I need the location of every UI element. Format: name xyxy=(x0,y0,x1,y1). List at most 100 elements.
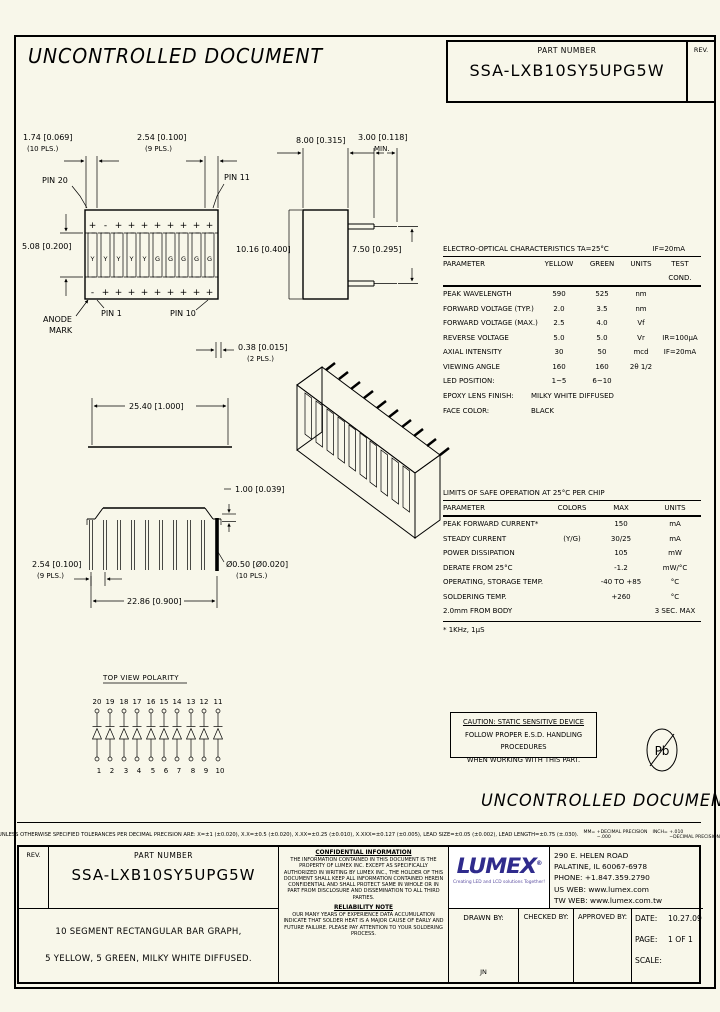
lumex-logo-cell: LUMEX® Creating LED and LCD solutions To… xyxy=(449,847,550,909)
dim-2.54-pitch: 2.54 [0.100] xyxy=(32,560,82,569)
legal-notes-cell: CONFIDENTIAL INFORMATION THE INFORMATION… xyxy=(279,847,449,982)
polarity-pin-label: 15 xyxy=(160,698,169,706)
polarity-sign: + xyxy=(206,221,214,231)
polarity-sign: + xyxy=(193,288,201,298)
polarity-pin-label: 4 xyxy=(137,767,142,775)
pb-label: Pb xyxy=(655,744,670,758)
polarity-sign: + xyxy=(206,288,214,298)
polarity-sign: + xyxy=(115,288,123,298)
dim-3.00: 3.00 [0.118] xyxy=(358,133,408,142)
col-header: PARAMETER xyxy=(443,504,485,512)
address-cell: 290 E. HELEN ROAD PALATINE, IL 60067-697… xyxy=(550,847,703,909)
date-value: 10.27.09 xyxy=(668,914,702,923)
tolerance-mm: MM= +DECIMAL PRECISIONMM= −.000 xyxy=(583,829,648,840)
anode-mark-label: ANODE xyxy=(43,315,72,324)
dim-8.00: 8.00 [0.315] xyxy=(296,136,346,145)
segment-label: G xyxy=(207,255,212,263)
dim-10.16: 10.16 [0.400] xyxy=(236,245,291,254)
pin11-label: PIN 11 xyxy=(224,173,250,182)
segment-label: Y xyxy=(103,255,108,263)
dim-25.40: 25.40 [1.000] xyxy=(129,402,184,411)
polarity-pin-label: 5 xyxy=(151,767,155,775)
watermark-bottom: UNCONTROLLED DOCUMENT xyxy=(481,791,720,811)
polarity-pin-label: 9 xyxy=(204,767,208,775)
title-block: REV. PART NUMBER SSA-LXB10SY5UPG5W 10 SE… xyxy=(17,845,703,984)
limits-table-header: PARAMETER COLORS MAX UNITS xyxy=(443,501,701,517)
dim-1.74-note: (10 PLS.) xyxy=(27,145,59,153)
polarity-pin-label: 17 xyxy=(133,698,142,706)
polarity-pin-label: 20 xyxy=(93,698,102,706)
polarity-sign: + xyxy=(167,288,175,298)
drawn-by-value: JN xyxy=(480,968,487,976)
pin1-label: PIN 1 xyxy=(101,309,122,318)
polarity-sign: + xyxy=(154,288,162,298)
polarity-sign: + xyxy=(128,288,136,298)
polarity-pin-label: 19 xyxy=(106,698,115,706)
tolerance-note: UNLESS OTHERWISE SPECIFIED TOLERANCES PE… xyxy=(0,831,579,838)
scale-row: SCALE: xyxy=(635,956,662,965)
dim-0.50: Ø0.50 [Ø0.020] xyxy=(226,559,288,569)
dim-1.74: 1.74 [0.069] xyxy=(23,133,73,142)
dim-0.50-note: (10 PLS.) xyxy=(236,572,268,580)
polarity-sign: + xyxy=(180,288,188,298)
polarity-pin-label: 12 xyxy=(200,698,209,706)
col-header: UNITS xyxy=(630,260,652,268)
anode-mark-label: MARK xyxy=(49,326,73,335)
address-line: PHONE: +1.847.359.2790 xyxy=(554,873,650,883)
polarity-sign: + xyxy=(128,221,136,231)
dim-2.54-note: (9 PLS.) xyxy=(145,145,172,153)
dim-0.38-note: (2 PLS.) xyxy=(247,355,274,363)
approved-by-label: APPROVED BY: xyxy=(578,913,627,921)
electro-optical-table: ELECTRO-OPTICAL CHARACTERISTICS TA=25°C … xyxy=(443,243,701,419)
polarity-sign: + xyxy=(141,221,149,231)
polarity-pin-label: 13 xyxy=(187,698,196,706)
polarity-pin-label: 2 xyxy=(110,767,114,775)
checked-by-cell: CHECKED BY: xyxy=(519,909,574,982)
profile-pins xyxy=(89,520,205,570)
dim-1.00: 1.00 [0.039] xyxy=(235,485,285,494)
segment-label: G xyxy=(168,255,173,263)
description-line: 10 SEGMENT RECTANGULAR BAR GRAPH, xyxy=(55,926,242,937)
polarity-sign: + xyxy=(180,221,188,231)
col-header: COLORS xyxy=(557,504,587,512)
polarity-sign: + xyxy=(89,221,97,231)
pin10-label: PIN 10 xyxy=(170,309,196,318)
col-header: YELLOW xyxy=(544,260,574,268)
checked-by-label: CHECKED BY: xyxy=(523,913,569,921)
drawn-by-cell: DRAWN BY: JN xyxy=(449,909,519,982)
dim-22.86: 22.86 [0.900] xyxy=(127,597,182,606)
col-header: UNITS xyxy=(664,504,686,512)
page-value: 1 OF 1 xyxy=(668,935,693,944)
polarity-sign: - xyxy=(104,221,107,231)
watermark-top: UNCONTROLLED DOCUMENT xyxy=(28,44,324,68)
rev-cell: REV. xyxy=(693,46,709,54)
polarity-sign: + xyxy=(154,221,162,231)
description-cell: 10 SEGMENT RECTANGULAR BAR GRAPH, 5 YELL… xyxy=(19,909,279,982)
limits-table-title: LIMITS OF SAFE OPERATION AT 25°C PER CHI… xyxy=(443,489,605,497)
esd-caution-box: CAUTION: STATIC SENSITIVE DEVICE FOLLOW … xyxy=(450,712,597,764)
polarity-sign: + xyxy=(141,288,149,298)
header-part-number-cell: PART NUMBER SSA-LXB10SY5UPG5W xyxy=(448,42,688,101)
polarity-sign: + xyxy=(193,221,201,231)
part-number-label: PART NUMBER xyxy=(134,851,193,860)
eo-table-header: PARAMETER YELLOW GREEN UNITS TEST COND. xyxy=(443,257,701,287)
polarity-pin-label: 3 xyxy=(124,767,128,775)
polarity-pin-label: 8 xyxy=(191,767,195,775)
lens-finish-row: EPOXY LENS FINISH:MILKY WHITE DIFFUSED xyxy=(443,391,614,400)
polarity-pin-label: 18 xyxy=(120,698,129,706)
address-line: 290 E. HELEN ROAD xyxy=(554,851,629,860)
pb-free-icon: Pb xyxy=(646,728,678,772)
polarity-pin-label: 14 xyxy=(173,698,182,706)
polarity-pin-label: 11 xyxy=(214,698,223,706)
reliability-title: RELIABILITY NOTE xyxy=(333,905,394,912)
confidential-body: THE INFORMATION CONTAINED IN THIS DOCUME… xyxy=(283,857,444,901)
isometric-view-drawing xyxy=(296,362,450,539)
dim-2.54: 2.54 [0.100] xyxy=(137,133,187,142)
